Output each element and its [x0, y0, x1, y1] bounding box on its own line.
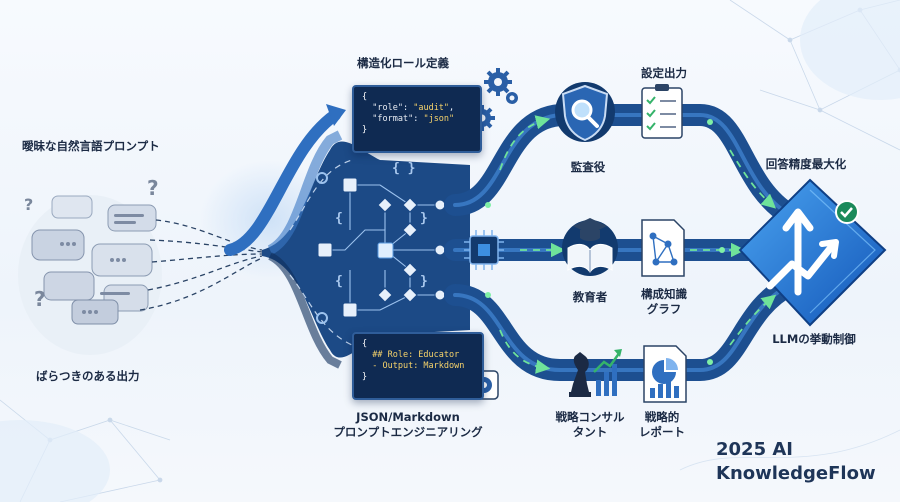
label-line: JSON/Markdown: [356, 410, 460, 424]
label-line: 構成知識: [641, 287, 687, 301]
svg-text:{: {: [335, 211, 343, 226]
checklist-icon: [641, 84, 683, 139]
label-line: グラフ: [646, 302, 682, 316]
code-key: "format": [372, 114, 414, 124]
label-line: 戦略的: [644, 410, 680, 424]
code-line: ## Role: Educator: [372, 350, 460, 360]
svg-text:{: {: [335, 274, 343, 289]
input-dashed-lines: [139, 219, 263, 311]
code-box-role-educator: { ## Role: Educator - Output: Markdown }: [352, 332, 484, 400]
label-line: レポート: [639, 425, 685, 439]
question-mark-icon: ? ? ?: [24, 176, 159, 311]
flow-arrows: [499, 115, 777, 374]
cpu-chip-icon: [464, 230, 504, 270]
label-llm-behavior: LLMの挙動制御: [772, 332, 856, 346]
curve-arrow: [224, 109, 341, 256]
code-value: "json": [423, 114, 455, 124]
label-knowledge-graph: 構成知識 グラフ: [641, 287, 687, 317]
code-line: - Output: Markdown: [372, 361, 465, 371]
label-audit-role: 監査役: [570, 160, 606, 174]
label-answer-accuracy: 回答精度最大化: [765, 157, 847, 171]
shield-magnifier-icon: [555, 82, 615, 142]
brand-line: KnowledgeFlow: [716, 463, 876, 484]
label-inconsistent-output: ばらつきのある出力: [36, 369, 140, 383]
svg-text:?: ?: [147, 176, 159, 200]
label-line: 戦略コンサル: [555, 410, 625, 424]
arrow-up-icon: [766, 208, 839, 296]
svg-text:?: ?: [34, 287, 46, 311]
code-brace: {: [362, 339, 368, 349]
svg-text:?: ?: [24, 195, 33, 214]
report-icon: [643, 345, 687, 403]
funnel-body: [262, 141, 470, 358]
speech-bubble-icon: [18, 195, 162, 355]
chess-chart-icon: [569, 349, 622, 397]
label-educator: 教育者: [572, 290, 608, 304]
label-line: タント: [572, 425, 608, 439]
svg-text:}: }: [420, 211, 428, 226]
graduation-book-icon: [562, 218, 618, 276]
code-brace: {: [362, 92, 368, 102]
network-graph-icon: [641, 219, 685, 277]
brand-line: 2025 AI: [716, 439, 793, 460]
brand-watermark: 2025 AI KnowledgeFlow: [716, 438, 876, 486]
gear-icon: [316, 172, 328, 324]
svg-text:}: }: [420, 274, 428, 289]
code-brace: }: [362, 372, 368, 382]
checkmark-icon: [835, 200, 859, 224]
label-ambiguous-prompt: 曖昧な自然言語プロンプト: [22, 139, 160, 153]
label-strategy-consultant: 戦略コンサル タント: [556, 410, 625, 440]
label-json-markdown: JSON/Markdown プロンプトエンジニアリング: [333, 410, 482, 440]
svg-text:{ }: { }: [392, 161, 415, 176]
code-key: "role": [372, 103, 403, 113]
label-structured-role: 構造化ロール定義: [357, 56, 449, 70]
code-box-role-audit: { "role": "audit", "format": "json" }: [352, 85, 482, 153]
code-value: "audit": [413, 103, 450, 113]
code-brace: }: [362, 125, 368, 135]
label-config-output: 設定出力: [641, 66, 687, 80]
label-line: プロンプトエンジニアリング: [333, 425, 483, 439]
label-strategy-report: 戦略的 レポート: [639, 410, 685, 440]
